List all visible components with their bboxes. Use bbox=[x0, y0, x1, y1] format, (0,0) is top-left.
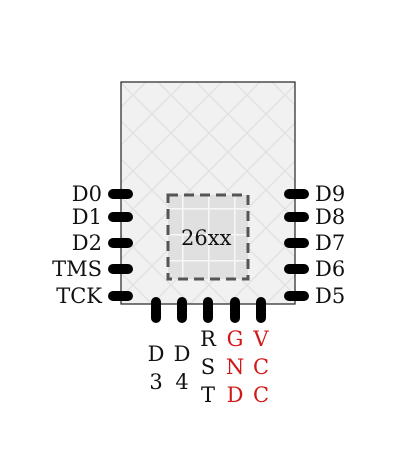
pin-label-d0: D0 bbox=[71, 182, 102, 206]
pin-bottom-d4 bbox=[177, 297, 187, 323]
pin-label-d1: D1 bbox=[71, 205, 102, 229]
core-square bbox=[166, 193, 250, 281]
pin-bottom-vcc bbox=[256, 297, 266, 323]
pin-right-d8 bbox=[284, 212, 309, 222]
pin-left-d1 bbox=[108, 212, 133, 222]
pin-bottom-rst bbox=[203, 297, 213, 323]
pin-label-tck: TCK bbox=[56, 284, 102, 308]
pin-label-d6: D6 bbox=[315, 257, 346, 281]
pin-label-d7: D7 bbox=[315, 231, 346, 255]
right-pin-group bbox=[284, 189, 309, 301]
pin-left-d0 bbox=[108, 189, 133, 199]
pin-right-d6 bbox=[284, 264, 309, 274]
pin-label-d9: D9 bbox=[315, 182, 346, 206]
pin-right-d9 bbox=[284, 189, 309, 199]
pin-bottom-gnd bbox=[230, 297, 240, 323]
pin-label-d8: D8 bbox=[315, 205, 346, 229]
pin-label-d2: D2 bbox=[71, 231, 102, 255]
pin-right-d5 bbox=[284, 291, 309, 301]
pin-left-tck bbox=[108, 291, 133, 301]
left-pin-group bbox=[108, 189, 133, 301]
bottom-pin-group bbox=[151, 297, 266, 323]
pin-bottom-d3 bbox=[151, 297, 161, 323]
pin-right-d7 bbox=[284, 238, 309, 248]
pin-label-tms: TMS bbox=[52, 257, 102, 281]
pin-left-tms bbox=[108, 264, 133, 274]
core-label: 26xx bbox=[181, 226, 232, 250]
pin-label-d5: D5 bbox=[315, 284, 346, 308]
pin-left-d2 bbox=[108, 238, 133, 248]
